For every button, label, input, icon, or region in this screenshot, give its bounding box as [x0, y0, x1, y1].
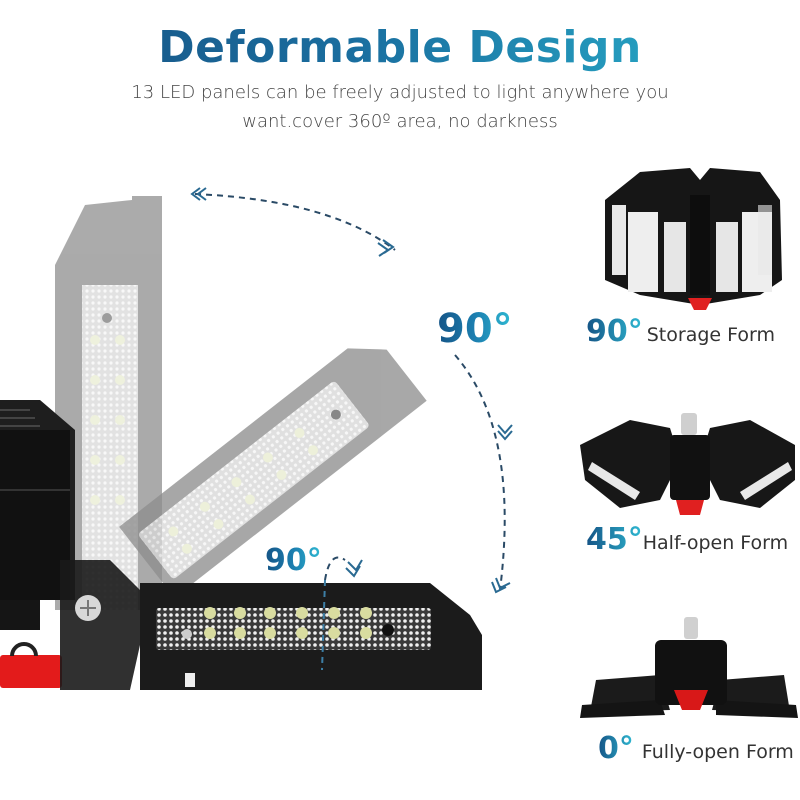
chevron-down-icon [497, 424, 513, 441]
form-angle: 45° [586, 522, 643, 557]
fully-open-form-image [580, 617, 798, 718]
subtitle-line-2: want.cover 360º area, no darkness [242, 111, 558, 132]
bulb-socket-icon [681, 413, 697, 435]
form-angle: 90° [586, 314, 643, 349]
bulb-socket-icon [684, 617, 698, 639]
vertical-panel-ghost [55, 196, 162, 610]
form-label-storage: 90° Storage Form [586, 314, 775, 349]
form-label-fully-open: 0° Fully-open Form [598, 731, 794, 766]
rotation-arrows [194, 193, 506, 671]
arc-right [454, 354, 506, 591]
subtitle-line-1: 13 LED panels can be freely adjusted to … [131, 82, 669, 103]
angle-label-lower: 90° [265, 543, 322, 578]
chevron-down-right-icon [377, 239, 395, 257]
arc-upper [194, 193, 396, 251]
half-open-form-image [580, 413, 795, 515]
red-base-icon [0, 655, 62, 688]
arc-small-tail [321, 579, 326, 671]
red-base-icon [688, 298, 712, 310]
form-name: Fully-open Form [641, 741, 794, 763]
form-name: Half-open Form [642, 532, 789, 554]
page-title: Deformable Design [0, 22, 800, 73]
tilted-panel-ghost [119, 348, 427, 598]
chevron-arrows [190, 187, 513, 594]
chevron-small-icon [345, 559, 363, 578]
angle-label-upper: 90° [437, 306, 513, 352]
storage-form-image [605, 168, 782, 310]
chevron-left-icon [190, 187, 207, 201]
horizontal-panel [140, 583, 482, 690]
arc-small [324, 556, 346, 581]
form-angle: 0° [598, 731, 634, 766]
lamp-body [0, 400, 75, 688]
chevron-down-left-icon [491, 577, 511, 594]
form-name: Storage Form [646, 324, 775, 346]
hinge-bracket [60, 560, 150, 690]
form-label-half-open: 45° Half-open Form [586, 522, 788, 557]
